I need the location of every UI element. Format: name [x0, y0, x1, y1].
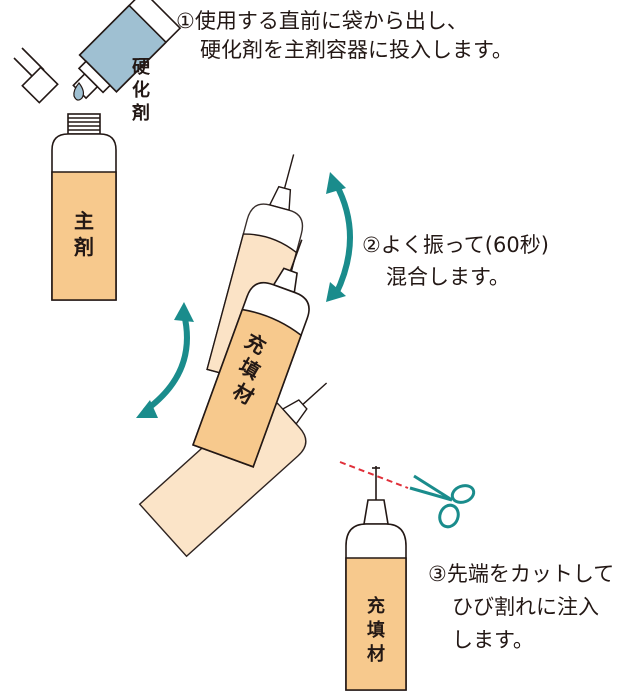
filler-label-3: 材: [367, 643, 385, 665]
hardener-label-2: 化: [132, 79, 150, 101]
base-label-1: 主: [74, 209, 94, 233]
scissors-icon: [409, 474, 476, 529]
step3-line2: ひび割れに注入: [452, 595, 599, 619]
step2-instruction: ②よく振って(60秒) 混合します。: [362, 231, 549, 292]
hardener-label-1: 硬: [132, 57, 151, 78]
shake-arrow-left-heads: [136, 302, 194, 418]
shake-arrow-top-heads: [326, 172, 346, 302]
base-label-2: 剤: [73, 235, 94, 259]
step1-instruction: ①使用する直前に袋から出し、 硬化剤を主剤容器に投入します。: [176, 7, 513, 65]
step3-line3: します。: [452, 628, 534, 652]
base-bottle: [51, 113, 117, 301]
base-label: 主 剤: [73, 209, 94, 259]
step2-line1: ②よく振って(60秒): [362, 233, 549, 257]
hardener-tube-label: 硬 化 剤: [131, 57, 151, 124]
shake-arrow-left: [143, 311, 190, 413]
hardener-drop: [73, 82, 85, 101]
cut-line: [339, 461, 409, 489]
hardener-cap: [13, 47, 59, 104]
hardener-tube: [72, 0, 182, 100]
hardener-label-3: 剤: [131, 102, 150, 124]
step2-line2: 混合します。: [386, 265, 510, 289]
step3-instruction: ③先端をカットして ひび割れに注入 します。: [428, 560, 614, 655]
filler-label-1: 充: [367, 595, 385, 617]
filler-bottle: [345, 466, 407, 691]
shake-arrow-top: [333, 181, 353, 297]
step1-line1: ①使用する直前に袋から出し、: [176, 9, 468, 33]
shake-bottle-front: [192, 239, 310, 468]
step1-line2: 硬化剤を主剤容器に投入します。: [200, 38, 513, 62]
filler-label-2: 填: [367, 619, 385, 641]
step3-line1: ③先端をカットして: [428, 562, 615, 586]
filler-label: 充 填 材: [367, 595, 385, 665]
